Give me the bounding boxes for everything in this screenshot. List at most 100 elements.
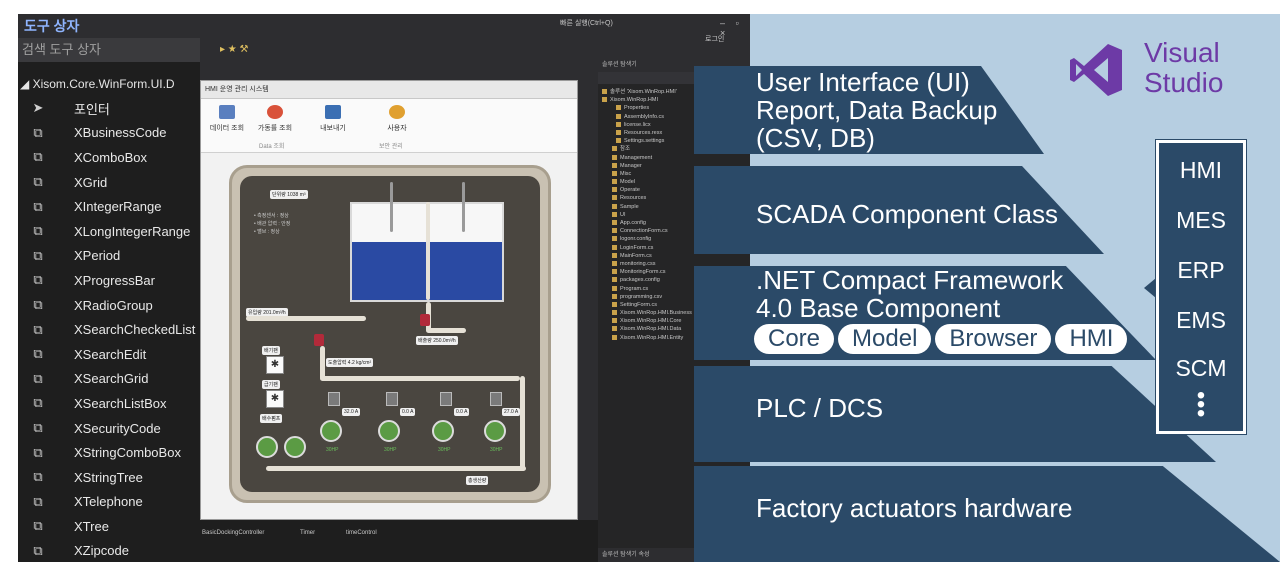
toolbox-item[interactable]: ⧉XIntegerRange — [18, 194, 200, 219]
toolbox-item[interactable]: ⧉XRadioGroup — [18, 293, 200, 318]
solution-tree-item[interactable]: Manager — [598, 162, 755, 170]
toolbox-item[interactable]: ⧉XProgressBar — [18, 268, 200, 293]
toolbox-item-label: XSearchGrid — [74, 371, 149, 387]
amp-readout: 27.0 A — [502, 408, 521, 416]
toolbox-panel: 도구 상자 검색 도구 상자 ◢ Xisom.Core.WinForm.UI.D… — [18, 14, 200, 562]
pump-icon[interactable] — [284, 436, 306, 458]
layer-text: Factory actuators hardware — [756, 493, 1073, 523]
toolbox-item[interactable]: ⧉XComboBox — [18, 145, 200, 170]
layer-text: User Interface (UI) Report, Data Backup … — [756, 67, 998, 153]
data-query-button[interactable]: 데이터 조회 — [207, 105, 247, 133]
amp-readout: 32.0 A — [342, 408, 361, 416]
quick-launch-input[interactable]: 빠른 실행(Ctrl+Q) — [560, 20, 613, 27]
riser-pipe — [320, 346, 325, 380]
toolbox-item[interactable]: ⧉XLongIntegerRange — [18, 219, 200, 244]
pump-icon[interactable] — [484, 420, 506, 442]
toolbox-item[interactable]: ⧉XSearchGrid — [18, 367, 200, 392]
solution-tree-item[interactable]: Xisom.WinRop.HMI — [598, 96, 755, 104]
toolbox-item[interactable]: ⧉XSearchEdit — [18, 342, 200, 367]
tank-divider — [426, 202, 430, 300]
toolbox-item[interactable]: ⧉XSearchCheckedList — [18, 317, 200, 342]
pump-icon[interactable] — [432, 420, 454, 442]
solution-item-label: Properties — [624, 105, 650, 112]
toolbox-item[interactable]: ➤포인터 — [18, 96, 200, 121]
fan-icon[interactable]: ✱ — [266, 390, 284, 408]
solution-tree-item[interactable]: Xisom.WinRop.HMI.Business — [598, 309, 755, 317]
solution-tree-item[interactable]: Misc — [598, 170, 755, 178]
drain-pump-label: 배수펌프 — [260, 414, 283, 423]
layer-text: SCADA Component Class — [756, 199, 1059, 229]
pill-hmi: HMI — [1055, 324, 1128, 354]
pump-icon[interactable] — [256, 436, 278, 458]
tray-item[interactable]: BasicDockingController — [202, 530, 265, 536]
outflow-valve[interactable] — [420, 314, 430, 326]
solution-tree-item[interactable]: LoginForm.cs — [598, 244, 755, 252]
solution-tree-item[interactable]: AssemblyInfo.cs — [598, 113, 755, 121]
solution-tree-item[interactable]: Model — [598, 178, 755, 186]
layer-scada: SCADA Component Class — [694, 166, 1104, 254]
solution-tree-item[interactable]: 참조 — [598, 145, 755, 153]
toolbox-item[interactable]: ⧉XStringTree — [18, 465, 200, 490]
toolbox-search-input[interactable]: 검색 도구 상자 — [18, 38, 200, 62]
inlet-valve[interactable] — [314, 334, 324, 346]
solution-tree-item[interactable]: Program.cs — [598, 285, 755, 293]
toolbox-item[interactable]: ⧉XStringComboBox — [18, 440, 200, 465]
solution-tree-item[interactable]: Resources.resx — [598, 129, 755, 137]
solution-tree-item[interactable]: monitoring.css — [598, 260, 755, 268]
toolbox-item-label: XStringTree — [74, 469, 143, 485]
layer-ui: User Interface (UI) Report, Data Backup … — [694, 66, 1044, 154]
solution-tree-item[interactable]: SettingForm.cs — [598, 301, 755, 309]
solution-item-label: packages.config — [620, 277, 660, 284]
solution-tree-item[interactable]: Sample — [598, 203, 755, 211]
solution-tree-item[interactable]: Settings.settings — [598, 137, 755, 145]
toolbar-icons[interactable]: ▸ ★ ⚒ — [220, 44, 249, 55]
toolbox-item-label: XSearchListBox — [74, 395, 167, 411]
toolbox-item[interactable]: ⧉XPeriod — [18, 244, 200, 269]
tray-item[interactable]: timeControl — [346, 530, 377, 536]
solution-tree-item[interactable]: MonitoringForm.cs — [598, 268, 755, 276]
solution-tree-item[interactable]: Operate — [598, 186, 755, 194]
uptime-query-button[interactable]: 가동률 조회 — [255, 105, 295, 133]
toolbox-item-label: XGrid — [74, 174, 108, 190]
toolbox-item[interactable]: ⧉XTelephone — [18, 490, 200, 515]
toolbox-item[interactable]: ⧉ XGrid — [18, 170, 200, 195]
pump-icon[interactable] — [320, 420, 342, 442]
solution-tree-item[interactable]: Xisom.WinRop.HMI.Entity — [598, 334, 755, 342]
solution-item-label: ConnectionForm.cs — [620, 228, 668, 235]
solution-tree-item[interactable]: license.licx — [598, 121, 755, 129]
ide-topbar: 빠른 실행(Ctrl+Q) – ▫ × 로그인 ▸ ★ ⚒ — [200, 14, 755, 72]
toolbox-group-header[interactable]: ◢ Xisom.Core.WinForm.UI.D — [20, 77, 175, 91]
toolbox-item[interactable]: ⧉XTree — [18, 514, 200, 539]
account-link[interactable]: 로그인 — [705, 36, 725, 43]
solution-tree-item[interactable]: App.config — [598, 219, 755, 227]
export-button[interactable]: 내보내기 — [313, 105, 353, 133]
tray-item[interactable]: Timer — [300, 530, 316, 536]
status-notes: • 측정센서 : 정상 • 배관 압력 : 안정 • 밸브 : 정상 — [254, 213, 291, 235]
solution-tree-item[interactable]: Properties — [598, 104, 755, 112]
pump-icon[interactable] — [378, 420, 400, 442]
solution-tree-item[interactable]: Xisom.WinRop.HMI.Core — [598, 317, 755, 325]
fan-icon[interactable]: ✱ — [266, 356, 284, 374]
toolbox-item[interactable]: ⧉XZipcode — [18, 539, 200, 562]
solution-tree-item[interactable]: Management — [598, 154, 755, 162]
toolbox-item[interactable]: ⧉XSearchListBox — [18, 391, 200, 416]
solution-item-label: UI — [620, 211, 626, 218]
solution-tree-item[interactable]: MainForm.cs — [598, 252, 755, 260]
solution-tree-item[interactable]: programming.csv — [598, 293, 755, 301]
toolbox-item[interactable]: ⧉XBusinessCode — [18, 121, 200, 146]
pressure-label: 도출압력 4.2 kg/cm² — [326, 358, 374, 367]
hp-label: 30HP — [490, 447, 503, 453]
solution-tree-item[interactable]: 솔루션 'Xisom.WinRop.HMI' — [598, 88, 755, 96]
toolbox-item[interactable]: ⧉XSecurityCode — [18, 416, 200, 441]
solution-tree-item[interactable]: UI — [598, 211, 755, 219]
solution-tree-item[interactable]: ConnectionForm.cs — [598, 227, 755, 235]
user-button[interactable]: 사용자 — [377, 105, 417, 133]
file-icon — [612, 154, 617, 160]
window-controls[interactable]: – ▫ × — [720, 18, 743, 38]
solution-tree-item[interactable]: Resources — [598, 194, 755, 202]
solution-tree-item[interactable]: packages.config — [598, 276, 755, 284]
solution-tree-item[interactable]: logonr.config — [598, 235, 755, 243]
component-icon: ⧉ — [33, 174, 43, 190]
solution-tree-item[interactable]: Xisom.WinRop.HMI.Data — [598, 325, 755, 333]
side-item-scm: SCM — [1175, 355, 1227, 381]
